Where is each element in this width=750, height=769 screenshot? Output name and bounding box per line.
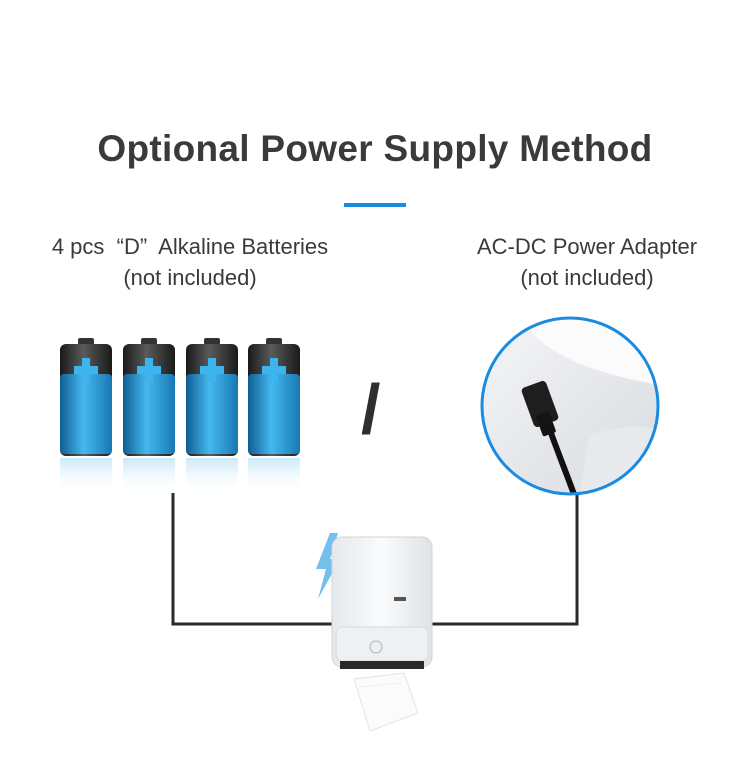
power-adapter-plug-photo — [480, 316, 660, 496]
battery-icon — [60, 338, 112, 494]
battery-icon — [186, 338, 238, 494]
battery-option-name: 4 pcs “D” Alkaline Batteries — [51, 234, 329, 259]
adapter-wire — [420, 493, 579, 626]
battery-wire — [171, 493, 335, 626]
or-separator: / — [361, 370, 381, 448]
battery-group — [58, 336, 304, 496]
battery-icon — [123, 338, 175, 494]
battery-option-note: (not included) — [123, 265, 257, 290]
adapter-option-note: (not included) — [520, 265, 654, 290]
paper-towel-dispenser — [316, 533, 433, 732]
page-title: Optional Power Supply Method — [97, 128, 653, 169]
adapter-option-label: AC-DC Power Adapter (not included) — [448, 231, 726, 293]
title-underline — [344, 203, 406, 207]
battery-icon — [248, 338, 300, 494]
adapter-option-name: AC-DC Power Adapter — [476, 234, 698, 259]
battery-option-label: 4 pcs “D” Alkaline Batteries (not includ… — [12, 231, 368, 293]
lightning-icon — [316, 533, 340, 599]
